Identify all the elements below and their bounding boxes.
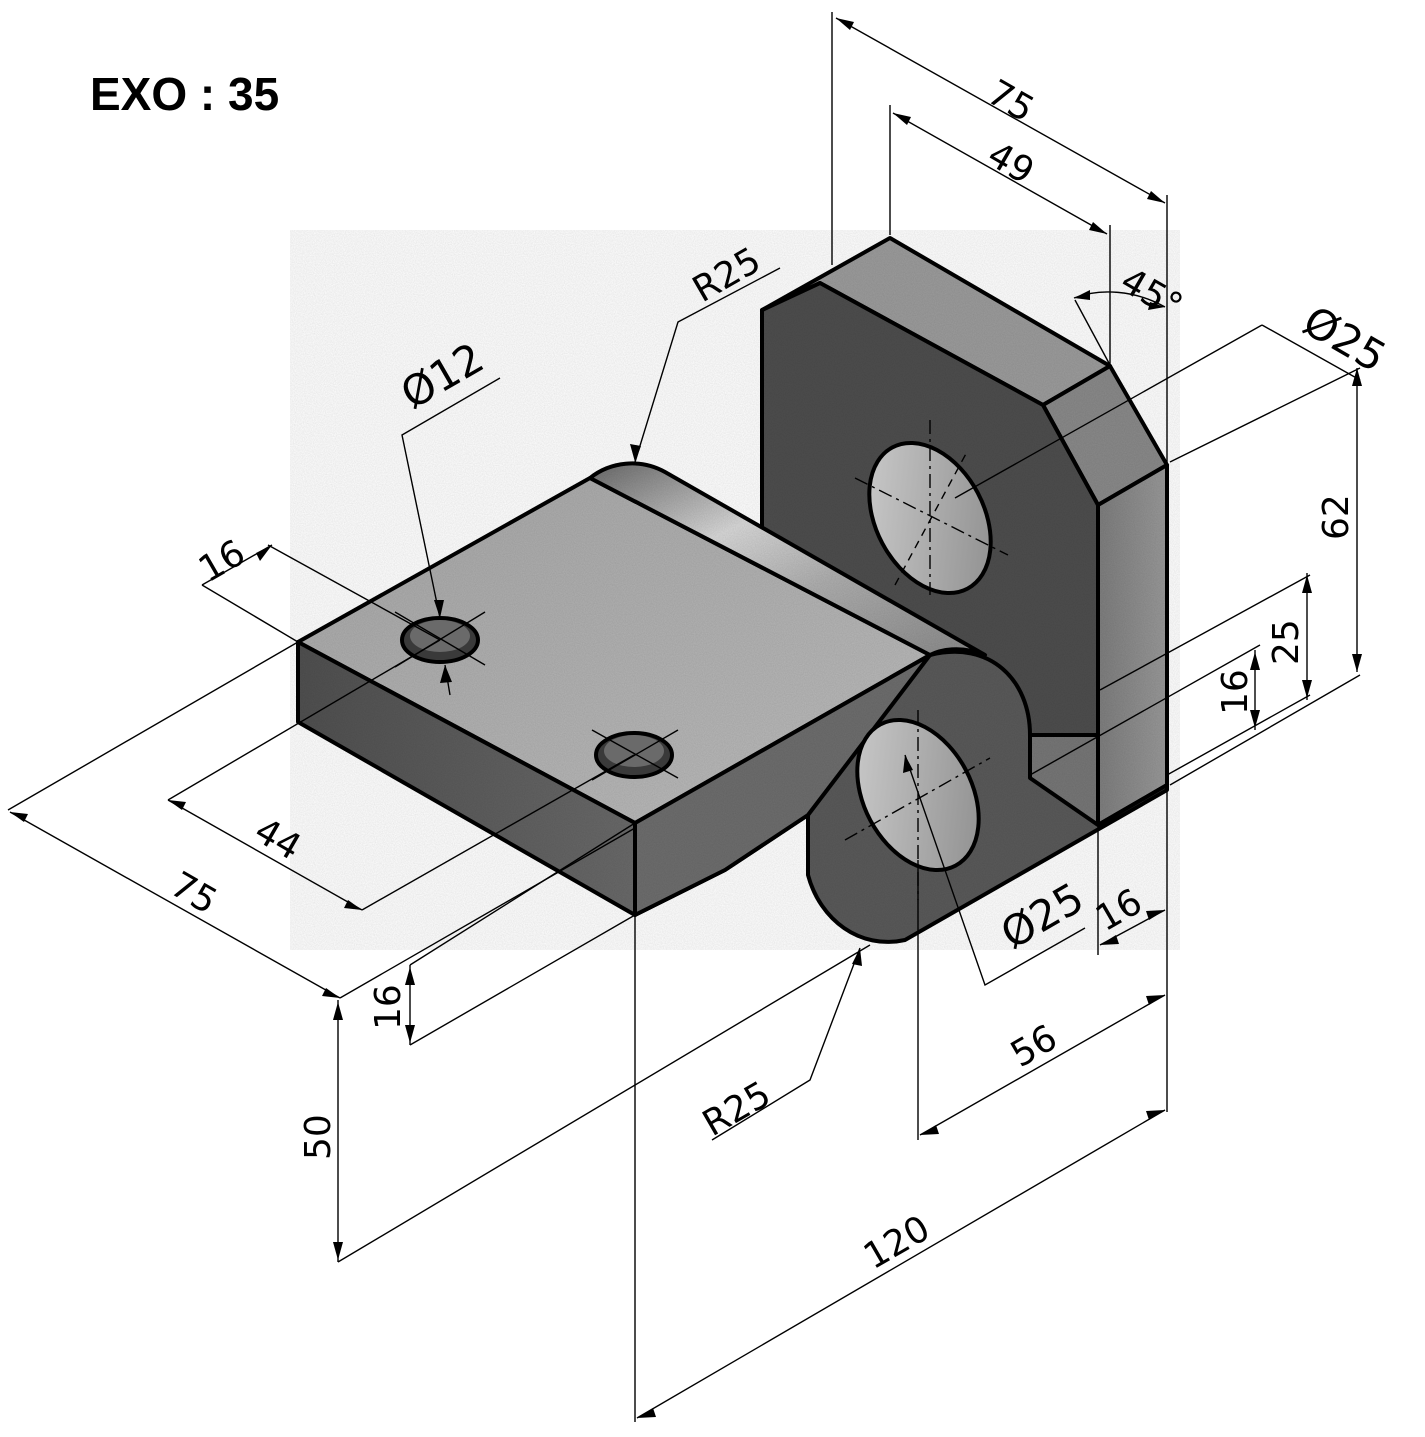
upright-hole	[854, 420, 1009, 596]
dim-radius-bottom: R25	[696, 1074, 778, 1145]
dim-lug-length: 56	[1004, 1017, 1064, 1075]
arrowheads	[10, 18, 1362, 1418]
dim-total-length: 120	[857, 1208, 937, 1278]
dim-top-width: 75	[981, 72, 1041, 130]
dim-base-thickness-right: 16	[1215, 669, 1256, 715]
dim-base-thickness-left: 16	[368, 984, 409, 1030]
exercise-title: EXO : 35	[90, 68, 279, 120]
dim-total-height: 50	[298, 1114, 339, 1160]
dim-hole-offset: 16	[192, 532, 252, 590]
dim-upright-height: 62	[1316, 494, 1357, 540]
dim-base-depth: 75	[164, 864, 224, 922]
dim-hole-height: 25	[1266, 619, 1307, 665]
lug-hole	[844, 710, 991, 900]
dim-upright-hole-dia: Ø25	[1295, 296, 1394, 382]
dim-upright-top: 49	[981, 134, 1041, 192]
part-body	[290, 230, 1180, 950]
